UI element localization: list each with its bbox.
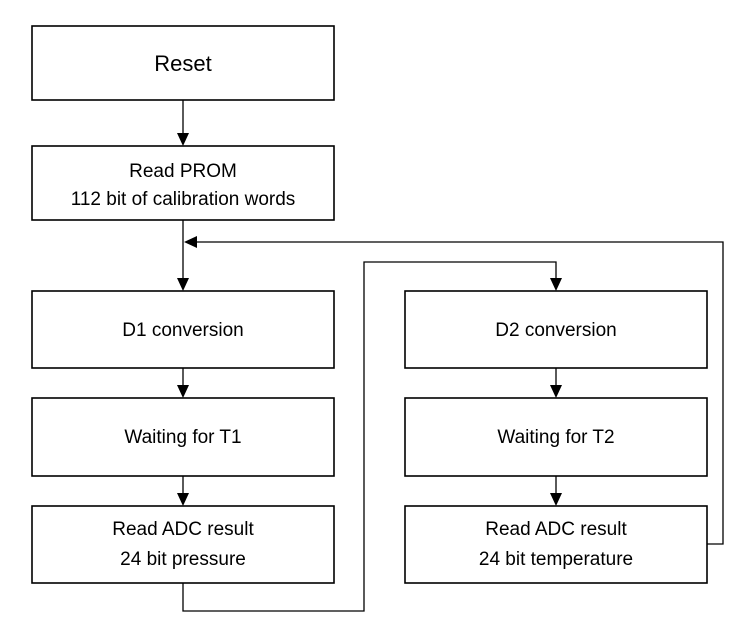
arrow-wait-t2-to-adc-temperature xyxy=(550,476,562,506)
read-prom-line-2: 112 bit of calibration words xyxy=(71,189,296,210)
read-adc-pressure-line-1: Read ADC result xyxy=(112,519,254,540)
arrow-d1-to-wait-t1 xyxy=(177,368,189,398)
reset-label: Reset xyxy=(154,51,211,76)
d2-conversion-label: D2 conversion xyxy=(495,320,616,341)
read-prom-line-1: Read PROM xyxy=(129,161,237,182)
arrow-wait-t1-to-adc-pressure xyxy=(177,476,189,506)
waiting-t2-box: Waiting for T2 xyxy=(404,397,708,477)
read-adc-pressure-line-2: 24 bit pressure xyxy=(120,549,246,570)
arrow-loop-back-to-d1 xyxy=(184,236,724,545)
read-adc-temperature-line-1: Read ADC result xyxy=(485,519,627,540)
arrow-prom-to-d1 xyxy=(177,220,189,291)
d1-conversion-label: D1 conversion xyxy=(122,320,243,341)
read-adc-temperature-line-2: 24 bit temperature xyxy=(479,549,633,570)
waiting-t2-label: Waiting for T2 xyxy=(497,427,614,448)
d2-conversion-box: D2 conversion xyxy=(404,290,708,369)
read-prom-box: Read PROM 112 bit of calibration words xyxy=(31,145,335,221)
arrow-adc-pressure-to-d2 xyxy=(182,261,562,612)
reset-box: Reset xyxy=(31,25,335,101)
arrow-d2-to-wait-t2 xyxy=(550,368,562,398)
waiting-t1-box: Waiting for T1 xyxy=(31,397,335,477)
d1-conversion-box: D1 conversion xyxy=(31,290,335,369)
arrow-reset-to-prom xyxy=(177,100,189,146)
waiting-t1-label: Waiting for T1 xyxy=(124,427,241,448)
read-adc-temperature-box: Read ADC result 24 bit temperature xyxy=(404,505,708,584)
read-adc-pressure-box: Read ADC result 24 bit pressure xyxy=(31,505,335,584)
